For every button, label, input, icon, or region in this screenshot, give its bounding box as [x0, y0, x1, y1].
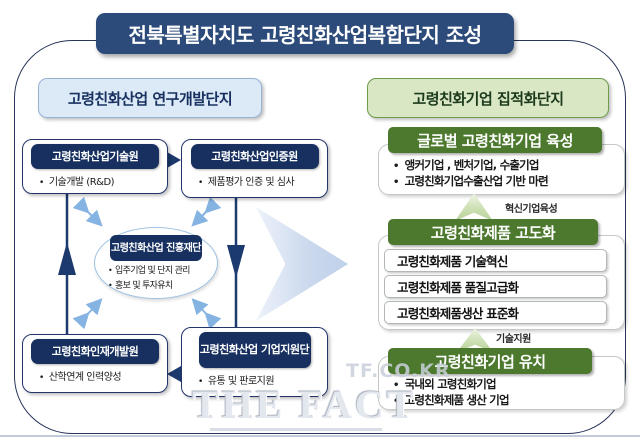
org-box-title: 고령친화산업인증원 — [190, 144, 319, 169]
org-box-tech-institute: 고령친화산업기술원 기술개발 (R&D) — [22, 139, 168, 194]
org-box-title: 고령친화산업기술원 — [31, 144, 159, 169]
page-title: 전북특별자치도 고령친화산업복합단지 조성 — [96, 13, 514, 54]
org-box-bullet: 제품평가 인증 및 심사 — [182, 173, 327, 188]
watermark-url: TF.CO.KR — [346, 360, 451, 382]
org-box-bullet: 유통 및 판로지원 — [182, 372, 327, 387]
center-foundation-title: 고령친화산업 진흥재단 — [110, 235, 202, 261]
org-box-title: 고령친화산업 기업지원단 — [198, 332, 311, 368]
left-panel-header: 고령친화산업 연구개발단지 — [38, 78, 262, 118]
org-box-title: 고령친화인재개발원 — [31, 339, 159, 364]
group-bullet: 국내외 고령친화기업 — [393, 377, 624, 393]
arrow-label-innovation: 혁신기업육성 — [505, 204, 558, 215]
group-bullet: 고령친화제품 생산 기업 — [393, 393, 624, 409]
sub-item-tech-innovation: 고령친화제품 기술혁신 — [384, 249, 607, 272]
center-bullet: 입주기업 및 단지 관리 — [95, 263, 217, 276]
watermark-brand: THE FACT — [192, 382, 417, 427]
org-box-cert-institute: 고령친화산업인증원 제품평가 인증 및 심사 — [181, 139, 328, 198]
center-bullet: 홍보 및 투자유치 — [95, 278, 217, 291]
page-bottom-divider — [0, 435, 640, 437]
center-foundation-ellipse: 고령친화산업 진흥재단 입주기업 및 단지 관리 홍보 및 투자유치 — [94, 227, 218, 299]
sub-item-quality: 고령친화제품 품질고급화 — [384, 275, 607, 298]
org-box-bullet: 기술개발 (R&D) — [23, 173, 167, 188]
arrow-label-tech-support: 기술지원 — [496, 334, 531, 345]
group-header-global: 글로벌 고령친화기업 육성 — [388, 127, 602, 153]
org-box-bullet: 산학연계 인력양성 — [23, 368, 167, 383]
right-panel-header: 고령친화기업 집적화단지 — [367, 78, 609, 118]
sub-item-standardization: 고령친화제품생산 표준화 — [384, 301, 607, 324]
group-header-attraction: 고령친화기업 유치 — [388, 348, 592, 374]
group-bullet: 고령친화기업수출산업 기반 마련 — [393, 174, 624, 190]
org-box-biz-support: 고령친화산업 기업지원단 유통 및 판로지원 — [181, 327, 328, 397]
group-header-product: 고령친화제품 고도화 — [388, 219, 598, 245]
org-box-hr-institute: 고령친화인재개발원 산학연계 인력양성 — [22, 334, 168, 393]
watermark-underline — [210, 428, 382, 431]
group-bullet: 앵커기업 , 벤처기업, 수출기업 — [393, 158, 624, 174]
